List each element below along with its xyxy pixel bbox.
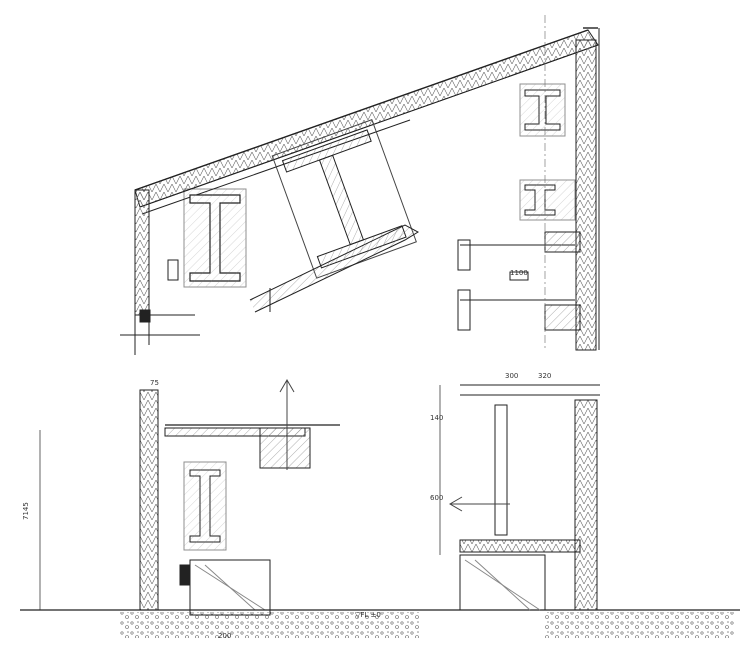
dim-label-300: 300 xyxy=(505,372,518,380)
parapet-section xyxy=(457,15,600,351)
dim-label-height: 7145 xyxy=(22,502,30,520)
gravel-bed-right xyxy=(545,612,735,638)
gravel-bed-left xyxy=(120,612,420,638)
dim-label-75: 75 xyxy=(150,379,159,387)
dim-label-200: 200 xyxy=(218,632,231,640)
base-section-left xyxy=(20,379,740,638)
dim-label-140: 140 xyxy=(430,414,443,422)
dim-label-600: 600 xyxy=(430,494,443,502)
roof-eave-section xyxy=(120,29,599,355)
base-section-right xyxy=(439,384,735,638)
wall-column-left xyxy=(139,389,159,611)
level-mark: ▽FL ±0 xyxy=(355,611,381,619)
wall-panel-left xyxy=(134,189,150,316)
right-wall-panel xyxy=(574,399,598,611)
dim-label-1100: 1100 xyxy=(510,269,528,277)
dimension-labels: 75 200 320 300 140 600 1100 7145 ▽FL ±0 xyxy=(22,269,551,640)
dim-label-320: 320 xyxy=(538,372,551,380)
parapet-wall xyxy=(575,39,597,351)
